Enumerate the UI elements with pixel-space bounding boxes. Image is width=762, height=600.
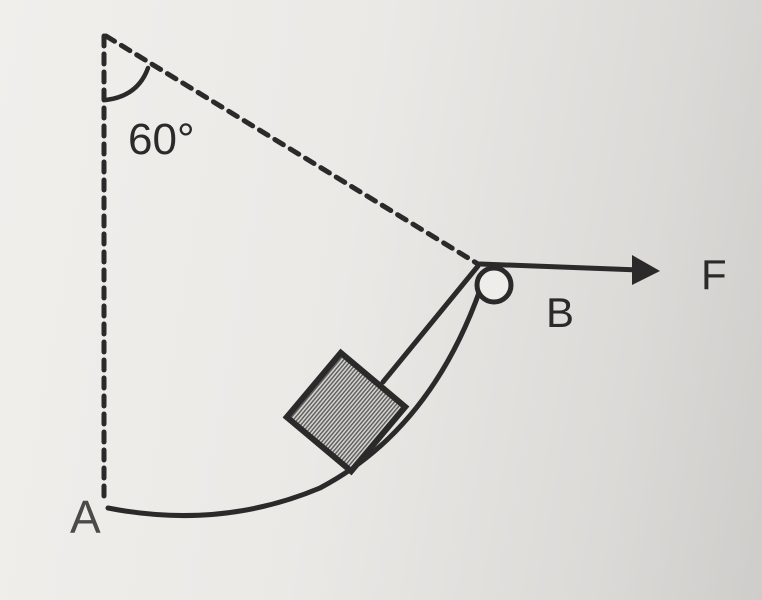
block — [282, 348, 410, 476]
point-a-label: A — [70, 491, 101, 543]
string-to-pulley — [380, 263, 481, 385]
force-arrowhead-icon — [632, 255, 660, 285]
angle-label: 60° — [128, 115, 195, 164]
angle-arc — [103, 65, 151, 103]
pulley — [474, 265, 514, 305]
point-b-label: B — [546, 289, 575, 336]
force-arrow-shaft — [477, 261, 643, 273]
force-label: F — [701, 251, 727, 298]
track-arc — [105, 287, 483, 519]
slant-dashed-radius — [103, 33, 481, 267]
